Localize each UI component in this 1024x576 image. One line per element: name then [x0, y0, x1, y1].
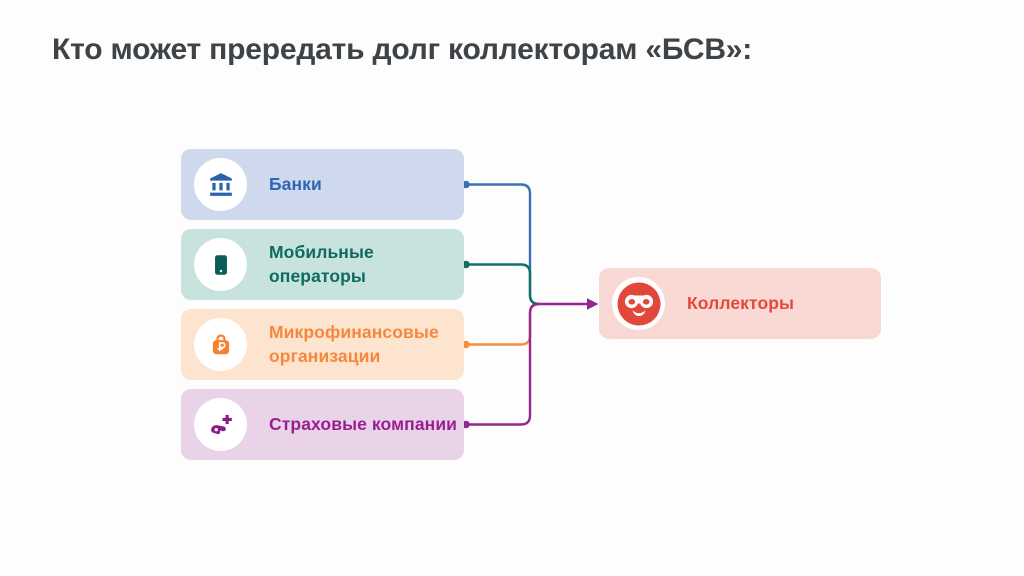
- mobile-phone-icon-badge: [194, 238, 247, 291]
- money-bag-ruble-icon-badge: [194, 318, 247, 371]
- bank-icon: [209, 172, 232, 196]
- source-card-banks: Банки: [181, 149, 464, 220]
- connector-microfinance: [466, 302, 540, 346]
- source-card-label: Страховые компании: [269, 413, 458, 434]
- hand-medical-cross-icon: [210, 414, 232, 434]
- source-card-insurance: Страховые компании: [181, 389, 464, 460]
- mobile-phone-icon: [214, 254, 227, 275]
- hand-medical-cross-icon-badge: [194, 398, 247, 451]
- source-card-label: Банки: [269, 173, 322, 194]
- money-bag-ruble-icon: [212, 333, 229, 354]
- target-card-collectors: Коллекторы: [599, 268, 881, 339]
- connector-mobile: [466, 263, 540, 306]
- source-card-microfinance: Микрофинансовые организации: [181, 309, 464, 380]
- source-card-mobile-operators: Мобильные операторы: [181, 229, 464, 300]
- source-card-label: Микрофинансовые организации: [269, 321, 439, 366]
- arrow-head-icon: [587, 298, 599, 310]
- robber-mask-icon-badge: [612, 277, 665, 330]
- page-title: Кто может прередать долг коллекторам «БС…: [52, 33, 753, 66]
- bank-icon-badge: [194, 158, 247, 211]
- connector-banks: [466, 183, 540, 306]
- source-card-label: Мобильные операторы: [269, 241, 374, 286]
- robber-mask-icon: [617, 282, 660, 325]
- connector-insurance: [466, 302, 587, 426]
- target-card-label: Коллекторы: [687, 292, 795, 313]
